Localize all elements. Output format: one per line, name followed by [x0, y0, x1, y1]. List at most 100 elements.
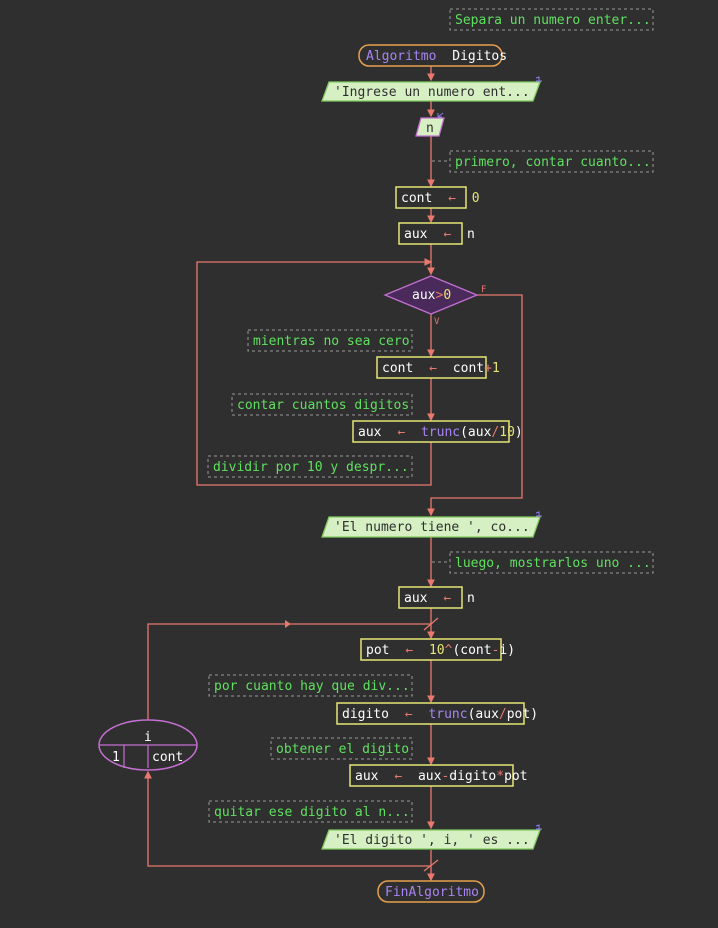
for-loop-arrow-head — [285, 620, 291, 628]
assign-text-4: aux ← trunc(aux/10) — [358, 425, 523, 440]
assign-8-arg3: pot — [504, 769, 527, 784]
decision-num: 0 — [443, 288, 451, 303]
assign-4-arg: (aux — [460, 425, 491, 440]
loop-exit-tick — [423, 859, 439, 872]
assign-4-fn: trunc — [421, 425, 460, 440]
assign-8-op2: * — [496, 769, 504, 784]
assign-3-num: 1 — [492, 361, 500, 376]
assign-7-arg: (aux — [468, 707, 499, 722]
output-shape-2 — [321, 516, 541, 538]
assign-4-lhs: aux — [358, 425, 382, 440]
assign-pot[interactable]: pot ← 10^(cont-i) — [360, 638, 515, 661]
assign-aux-trunc-10[interactable]: aux ← trunc(aux/10) — [352, 420, 523, 443]
comment-box-5 — [207, 455, 413, 478]
assign-7-op: / — [499, 707, 507, 722]
assign-digito[interactable]: digito ← trunc(aux/pot) — [336, 702, 538, 725]
comment-1: Separa un numero enter... — [455, 13, 651, 28]
output-icon-2 — [535, 511, 542, 517]
decision-aux-gt-zero[interactable]: aux>0 F V — [383, 275, 486, 327]
assign-8-arg: aux — [418, 769, 442, 784]
assign-cont-zero[interactable]: cont ← 0 — [395, 186, 480, 209]
assign-3-rhs: cont — [453, 361, 484, 376]
output-block-1[interactable]: 'Ingrese un numero ent... — [321, 76, 542, 102]
assign-text-6: pot ← 10^(cont-i) — [366, 643, 515, 658]
output-text-2: 'El numero tiene ', co... — [334, 520, 530, 535]
assign-4-close: ) — [515, 425, 523, 440]
assign-shape-1 — [395, 186, 467, 209]
comment-8: obtener el digito — [276, 742, 409, 757]
assign-7-arrow: ← — [405, 707, 413, 722]
output-block-3[interactable]: 'El digito ', i, ' es ... — [321, 824, 542, 850]
start-terminal[interactable]: Algoritmo Digitos — [358, 44, 507, 67]
comment-7: por cuanto hay que div... — [214, 679, 410, 694]
assign-8-lhs: aux — [355, 769, 379, 784]
assign-2-rhs: n — [467, 227, 475, 242]
end-terminal[interactable]: FinAlgoritmo — [377, 880, 485, 903]
assign-aux-n-2[interactable]: aux ← n — [398, 586, 475, 609]
comments: Separa un numero enter... primero, conta… — [207, 8, 654, 823]
assign-7-lhs: digito — [342, 707, 389, 722]
assign-text-1: cont ← 0 — [401, 191, 480, 206]
assign-3-op: + — [484, 361, 492, 376]
comment-5: dividir por 10 y despr... — [213, 460, 409, 475]
assign-3-lhs: cont — [382, 361, 413, 376]
output-shape-3 — [321, 829, 541, 850]
assign-7-arg2: pot) — [507, 707, 538, 722]
start-terminal-text: Algoritmo Digitos — [366, 49, 507, 64]
algorithm-name: Digitos — [452, 49, 507, 64]
assign-6-arg: (cont — [452, 643, 491, 658]
for-loop-node[interactable]: i 1 cont — [98, 719, 198, 771]
for-loop-start: 1 — [112, 750, 120, 765]
assign-cont-increment[interactable]: cont ← cont+1 — [376, 356, 500, 379]
assign-shape-7 — [336, 702, 525, 725]
output-block-2[interactable]: 'El numero tiene ', co... — [321, 511, 542, 538]
start-terminal-shape — [358, 44, 503, 67]
assign-text-7: digito ← trunc(aux/pot) — [342, 707, 538, 722]
assign-2-lhs: aux — [404, 227, 428, 242]
output-shape-1 — [321, 81, 541, 102]
end-terminal-shape — [377, 880, 485, 903]
assign-6-lhs: pot — [366, 643, 389, 658]
assign-6-op: ^ — [445, 643, 453, 658]
decision-op: > — [435, 288, 443, 303]
flow-connectors — [144, 64, 523, 882]
input-block[interactable]: n — [415, 112, 445, 137]
assign-8-op: - — [441, 769, 449, 784]
assign-text-2: aux ← n — [404, 227, 475, 242]
decision-shape — [383, 275, 479, 315]
input-shape — [415, 117, 445, 137]
assign-5-rhs: n — [467, 591, 475, 606]
assign-aux-subtract[interactable]: aux ← aux-digito*pot — [349, 764, 528, 787]
assign-8-arg2: digito — [449, 769, 496, 784]
assign-6-num: 10 — [429, 643, 445, 658]
comment-9: quitar ese digito al n... — [214, 805, 410, 820]
assign-5-lhs: aux — [404, 591, 428, 606]
assign-aux-n-1[interactable]: aux ← n — [398, 222, 475, 245]
comment-box-7 — [208, 674, 413, 697]
output-text-3: 'El digito ', i, ' es ... — [334, 833, 530, 848]
assign-6-op2: - — [492, 643, 500, 658]
while-loop-back-line — [196, 258, 433, 486]
assign-1-lhs: cont — [401, 191, 432, 206]
for-loop-top-line — [147, 623, 289, 720]
output-icon-1 — [535, 76, 542, 82]
comment-box-3 — [247, 329, 413, 352]
for-loop-var: i — [144, 730, 152, 745]
decision-false-label: F — [481, 285, 486, 295]
assign-1-arrow: ← — [448, 191, 456, 206]
comment-box-1 — [449, 8, 654, 31]
assign-3-arrow: ← — [429, 361, 437, 376]
output-icon-3 — [535, 824, 542, 830]
comment-box-4 — [231, 393, 413, 416]
comment-4: contar cuantos digitos — [237, 398, 409, 413]
assign-shape-8 — [349, 764, 514, 787]
assign-shape-4 — [352, 420, 510, 443]
assign-text-3: cont ← cont+1 — [382, 361, 500, 376]
output-text-1: 'Ingrese un numero ent... — [334, 85, 530, 100]
decision-condition: aux>0 — [412, 288, 451, 303]
assign-4-arrow: ← — [397, 425, 405, 440]
assign-6-arg2: i) — [499, 643, 515, 658]
input-icon — [437, 112, 444, 118]
